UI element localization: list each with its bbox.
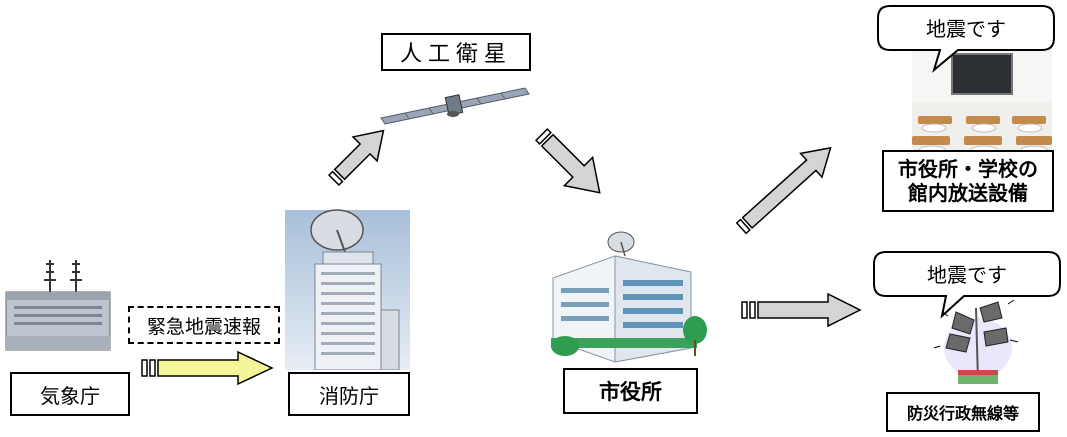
speech-bubble-top-shape (877, 5, 1055, 73)
city-hall-label: 市役所 (563, 368, 698, 414)
speech-bubble-bottom-shape (873, 251, 1061, 319)
broadcast-equipment-label: 市役所・学校の 館内放送設備 (882, 150, 1054, 212)
satellite-label: 人工衛星 (381, 33, 531, 71)
earthquake-warning-label: 緊急地震速報 (128, 306, 280, 344)
fire-agency-building-illustration (285, 209, 410, 370)
broadcast-label-line2: 館内放送設備 (908, 181, 1028, 205)
right-arrow-icon-2 (741, 292, 862, 328)
speech-bubble-top-text: 地震です (926, 16, 1006, 41)
satellite-illustration (380, 87, 530, 125)
classroom-illustration (912, 40, 1052, 160)
up-right-arrow-icon-2 (736, 146, 832, 235)
speech-bubble-bottom-text: 地震です (927, 262, 1007, 287)
right-arrow-icon (141, 350, 274, 386)
speech-bubble-top: 地震です (876, 4, 1056, 74)
fire-agency-label: 消防庁 (288, 372, 410, 416)
down-right-arrow-icon (534, 127, 601, 194)
broadcast-label-line1: 市役所・学校の (898, 157, 1038, 181)
jma-label: 気象庁 (10, 372, 130, 416)
city-hall-building-illustration (551, 231, 707, 363)
satellite-label-text: 人工衛星 (399, 42, 512, 67)
jma-building-illustration (5, 260, 111, 351)
up-right-arrow-icon (327, 129, 385, 187)
loudspeaker-pole-illustration (933, 299, 1019, 384)
disaster-radio-label: 防災行政無線等 (886, 392, 1040, 432)
speech-bubble-bottom: 地震です (872, 250, 1062, 320)
